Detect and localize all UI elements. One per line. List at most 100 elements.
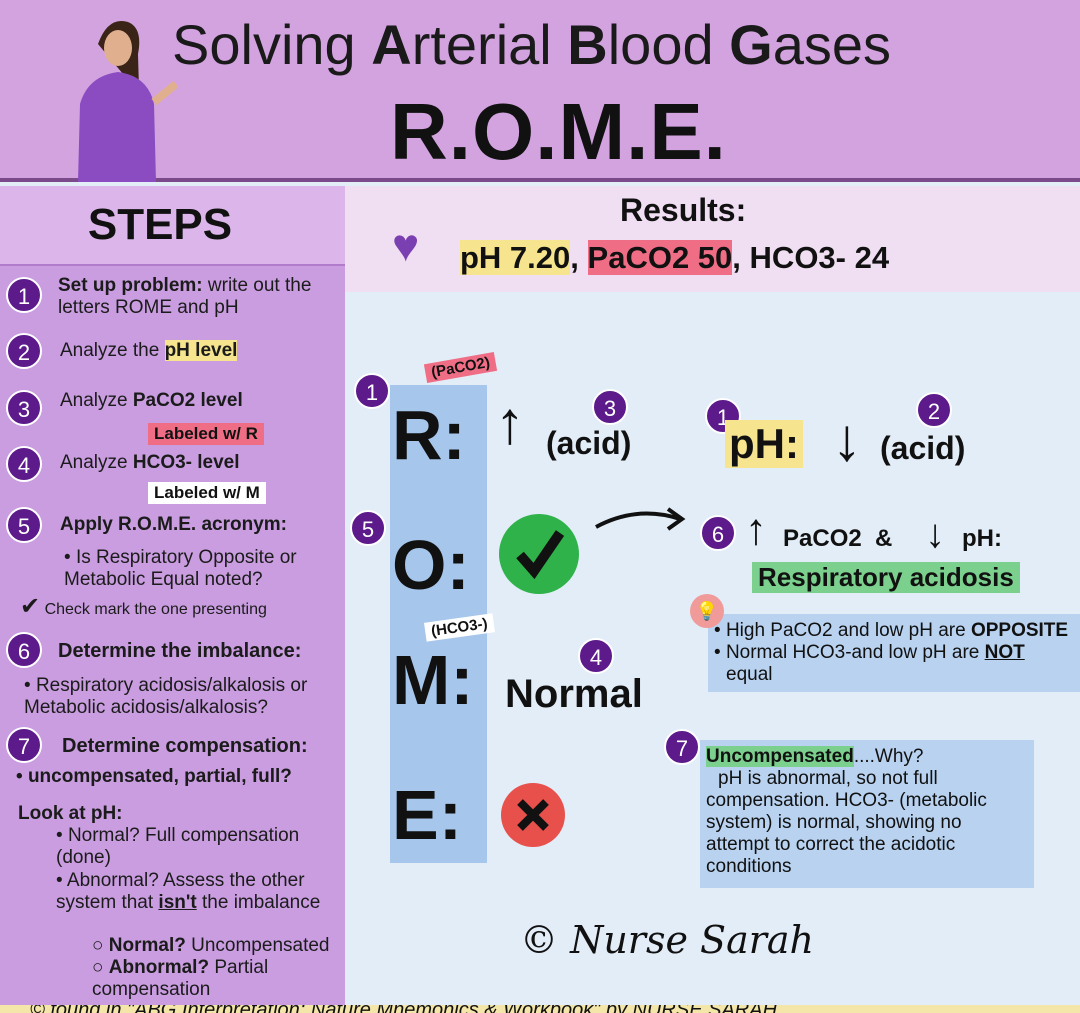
step-number: 6 — [6, 632, 42, 668]
step-5-bullet: • Is Respiratory Opposite or Metabolic E… — [64, 547, 297, 590]
green-check-icon — [499, 514, 579, 594]
title-part: rterial — [411, 13, 568, 76]
title-part: A — [371, 13, 412, 76]
tip-2-end: equal — [726, 664, 773, 685]
step-6-bullet-text: Respiratory acidosis/alkalosis or Metabo… — [24, 675, 308, 718]
step-1: Set up problem: write out the letters RO… — [58, 275, 328, 319]
tip-1: • High PaCO2 and low pH are OPPOSITE — [714, 620, 1069, 641]
compensation-explanation: pH is abnormal, so not full compensation… — [706, 768, 987, 877]
step-2-text: Analyze the — [60, 340, 165, 361]
tip-1-bold: OPPOSITE — [970, 620, 1069, 641]
r-acid: (acid) — [546, 425, 632, 461]
header — [0, 0, 1080, 182]
step-number: 3 — [6, 390, 42, 426]
title-part: lood — [607, 13, 730, 76]
step-number: 5 — [6, 507, 42, 543]
signature: © Nurse Sarah — [520, 918, 815, 962]
why: ....Why? — [853, 746, 924, 767]
heart-icon: ♥ — [392, 219, 420, 271]
look-abnormal: • Abnormal? Assess the other system that… — [56, 870, 321, 913]
title-part: ases — [772, 13, 892, 76]
result-ph: pH 7.20 — [460, 240, 571, 275]
step-3-bold: PaCO2 level — [132, 390, 243, 411]
ph-line: pH: — [962, 525, 1002, 552]
arrow-down-icon: ↓ — [925, 512, 945, 556]
step-5-bold: Apply R.O.M.E. acronym: — [60, 514, 287, 535]
look-normal-text: Normal? Full compensation (done) — [56, 825, 300, 868]
tip-box: • High PaCO2 and low pH are OPPOSITE • N… — [708, 614, 1080, 692]
respiratory-acidosis: Respiratory acidosis — [752, 562, 1020, 593]
abnormal-text: Abnormal? Assess the other system that — [56, 870, 305, 913]
steps-heading: STEPS — [87, 200, 233, 249]
labeled-r-tag: Labeled w/ R — [148, 423, 264, 445]
title-part: Solving — [172, 13, 372, 76]
sub-normal-text: Uncompensated — [185, 935, 330, 956]
arrow-down-icon: ↓ — [832, 406, 862, 473]
step-number: 7 — [6, 727, 42, 763]
sub-abnormal-bold: Abnormal? — [108, 957, 210, 978]
subtitle: R.O.M.E. — [390, 87, 727, 176]
diagram-number: 2 — [916, 392, 952, 428]
checkmark-icon: ✔ — [20, 593, 41, 620]
look-at-ph: Look at pH: — [18, 803, 123, 824]
nurse-photo — [78, 20, 178, 182]
tip-2-bold: NOT — [984, 642, 1025, 663]
red-x-icon — [501, 783, 565, 847]
sub-normal-bold: Normal? — [108, 935, 186, 956]
step-5-bullet-text: Is Respiratory Opposite or Metabolic Equ… — [64, 547, 297, 590]
title-part: G — [729, 13, 773, 76]
uncompensated: Uncompensated — [706, 746, 854, 767]
footer-credit: © found in "ABG Interpretation: Nature M… — [0, 1005, 1080, 1013]
tip-2-text: Normal HCO3-and low pH are — [725, 642, 985, 663]
ph-label: pH: — [725, 420, 803, 468]
diagram-number: 4 — [578, 638, 614, 674]
abnormal-text-end: the imbalance — [196, 892, 321, 913]
sep: , — [732, 240, 741, 275]
sub-abnormal: ○ Abnormal? Partial compensation — [92, 957, 269, 1000]
step-number: 2 — [6, 333, 42, 369]
steps-header-box — [0, 186, 345, 266]
result-paco2: PaCO2 50 — [587, 240, 733, 275]
step-6-bullet: • Respiratory acidosis/alkalosis or Meta… — [24, 675, 308, 718]
letter-r: R: — [392, 396, 466, 474]
paco2-line: PaCO2 & — [783, 525, 893, 552]
diagram-number: 5 — [350, 510, 386, 546]
diagram-number: 3 — [592, 389, 628, 425]
step-6-bold: Determine the imbalance: — [58, 640, 302, 662]
result-hco3: HCO3- 24 — [749, 240, 890, 275]
labeled-m-tag: Labeled w/ M — [148, 482, 266, 504]
steps-panel — [0, 186, 345, 1005]
results-label: Results: — [620, 192, 747, 228]
results-values: pH 7.20, PaCO2 50, HCO3- 24 — [460, 240, 889, 276]
m-normal: Normal — [505, 672, 643, 716]
title-part: B — [567, 13, 608, 76]
sep: , — [570, 240, 579, 275]
step-number: 4 — [6, 446, 42, 482]
step-2: Analyze the pH level — [60, 340, 238, 362]
step-4-bold: HCO3- level — [132, 452, 240, 473]
footer-text: © found in "ABG Interpretation: Nature M… — [0, 1005, 1080, 1013]
lightbulb-icon: 💡 — [690, 594, 724, 628]
step-1-bold: Set up problem: — [58, 275, 203, 296]
arrow-up-icon: ↑ — [495, 389, 525, 456]
diagram-number: 1 — [354, 373, 390, 409]
sub-abnormal-text: Partial compensation — [92, 957, 269, 1000]
step-3: Analyze PaCO2 level — [60, 390, 243, 412]
tip-2: • Normal HCO3-and low pH are NOT equal — [714, 642, 1025, 685]
arrow-up-icon: ↑ — [745, 505, 767, 554]
ph-acid: (acid) — [880, 430, 966, 466]
diagram-number: 7 — [664, 729, 700, 765]
diagram-number: 6 — [700, 515, 736, 551]
paco2-tag: (PaCO2) — [423, 351, 498, 384]
step-5-check-text: Check mark the one presenting — [44, 601, 267, 618]
step-7-sub-text: uncompensated, partial, full? — [27, 766, 292, 787]
uncomp-line: Uncompensated....Why? — [706, 746, 1028, 768]
letter-e: E: — [392, 776, 462, 854]
step-3-text: Analyze — [60, 390, 133, 411]
step-7-bold: Determine compensation: — [62, 735, 308, 757]
compensation-box: Uncompensated....Why? pH is abnormal, so… — [700, 740, 1034, 888]
step-2-bold: pH level — [164, 340, 238, 361]
step-number: 1 — [6, 277, 42, 313]
step-7-sub: • uncompensated, partial, full? — [16, 766, 292, 787]
letter-o: O: — [392, 526, 470, 604]
